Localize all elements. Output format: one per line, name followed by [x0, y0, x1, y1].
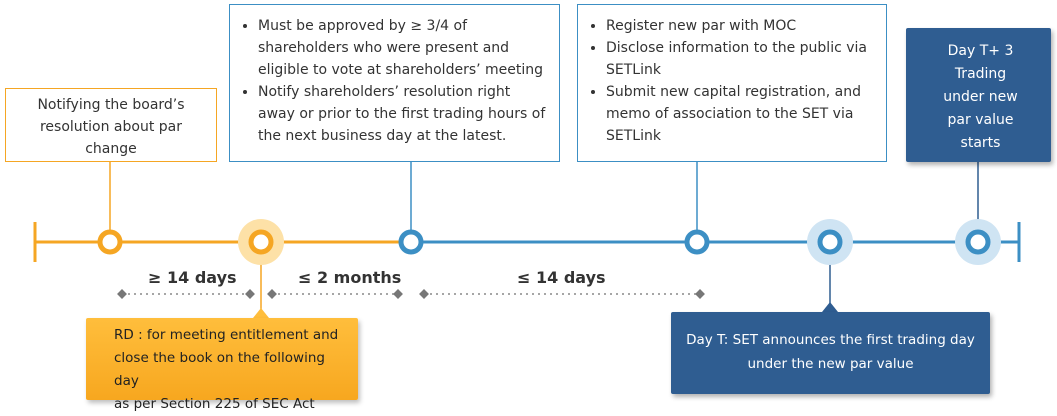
interval-label-2: ≤ 2 months: [298, 268, 402, 287]
board-notice-text: Notifying the board’s resolution about p…: [37, 97, 185, 157]
rd-line: as per Section 225 of SEC Act: [114, 396, 315, 412]
interval-label-3: ≤ 14 days: [517, 268, 606, 287]
trading-start-line: under new: [943, 89, 1018, 105]
rd-pointer: [253, 308, 269, 318]
day-t-pointer: [822, 302, 838, 312]
interval-end-marker: [117, 289, 127, 299]
day-t-line: under the new par value: [747, 356, 914, 372]
milestone-node: [248, 229, 274, 255]
interval-end-marker: [245, 289, 255, 299]
timeline-graphic: [33, 162, 1021, 318]
rd-line: close the book on the following day: [114, 350, 325, 389]
trading-start-box: Day T+ 3 Trading under new par value sta…: [906, 28, 1051, 162]
moc-item: Register new par with MOC: [606, 15, 876, 37]
rd-box: RD : for meeting entitlement and close t…: [86, 318, 358, 412]
day-t-line: Day T: SET announces the first trading d…: [686, 332, 975, 348]
interval-end-marker: [267, 289, 277, 299]
interval-end-marker: [393, 289, 403, 299]
approval-item: Notify shareholders’ resolution right aw…: [258, 81, 549, 147]
day-t-box: Day T: SET announces the first trading d…: [671, 312, 990, 394]
interval-label-1: ≥ 14 days: [148, 268, 237, 287]
milestone-node: [817, 229, 843, 255]
approval-box: Must be approved by ≥ 3/4 of shareholder…: [229, 4, 560, 162]
milestone-node: [97, 229, 123, 255]
moc-box: Register new par with MOC Disclose infor…: [577, 4, 887, 162]
milestone-node: [684, 229, 710, 255]
interval-end-marker: [419, 289, 429, 299]
milestone-node: [965, 229, 991, 255]
trading-start-line: par value: [947, 112, 1014, 128]
approval-item: Must be approved by ≥ 3/4 of shareholder…: [258, 15, 549, 81]
trading-start-line: starts: [960, 135, 1001, 151]
moc-item: Disclose information to the public via S…: [606, 37, 876, 81]
trading-start-line: Day T+ 3: [947, 43, 1014, 59]
moc-item: Submit new capital registration, and mem…: [606, 81, 876, 147]
rd-line: RD : for meeting entitlement and: [114, 327, 339, 343]
board-notice-box: Notifying the board’s resolution about p…: [5, 88, 217, 162]
interval-end-marker: [695, 289, 705, 299]
milestone-node: [398, 229, 424, 255]
trading-start-line: Trading: [954, 66, 1007, 82]
